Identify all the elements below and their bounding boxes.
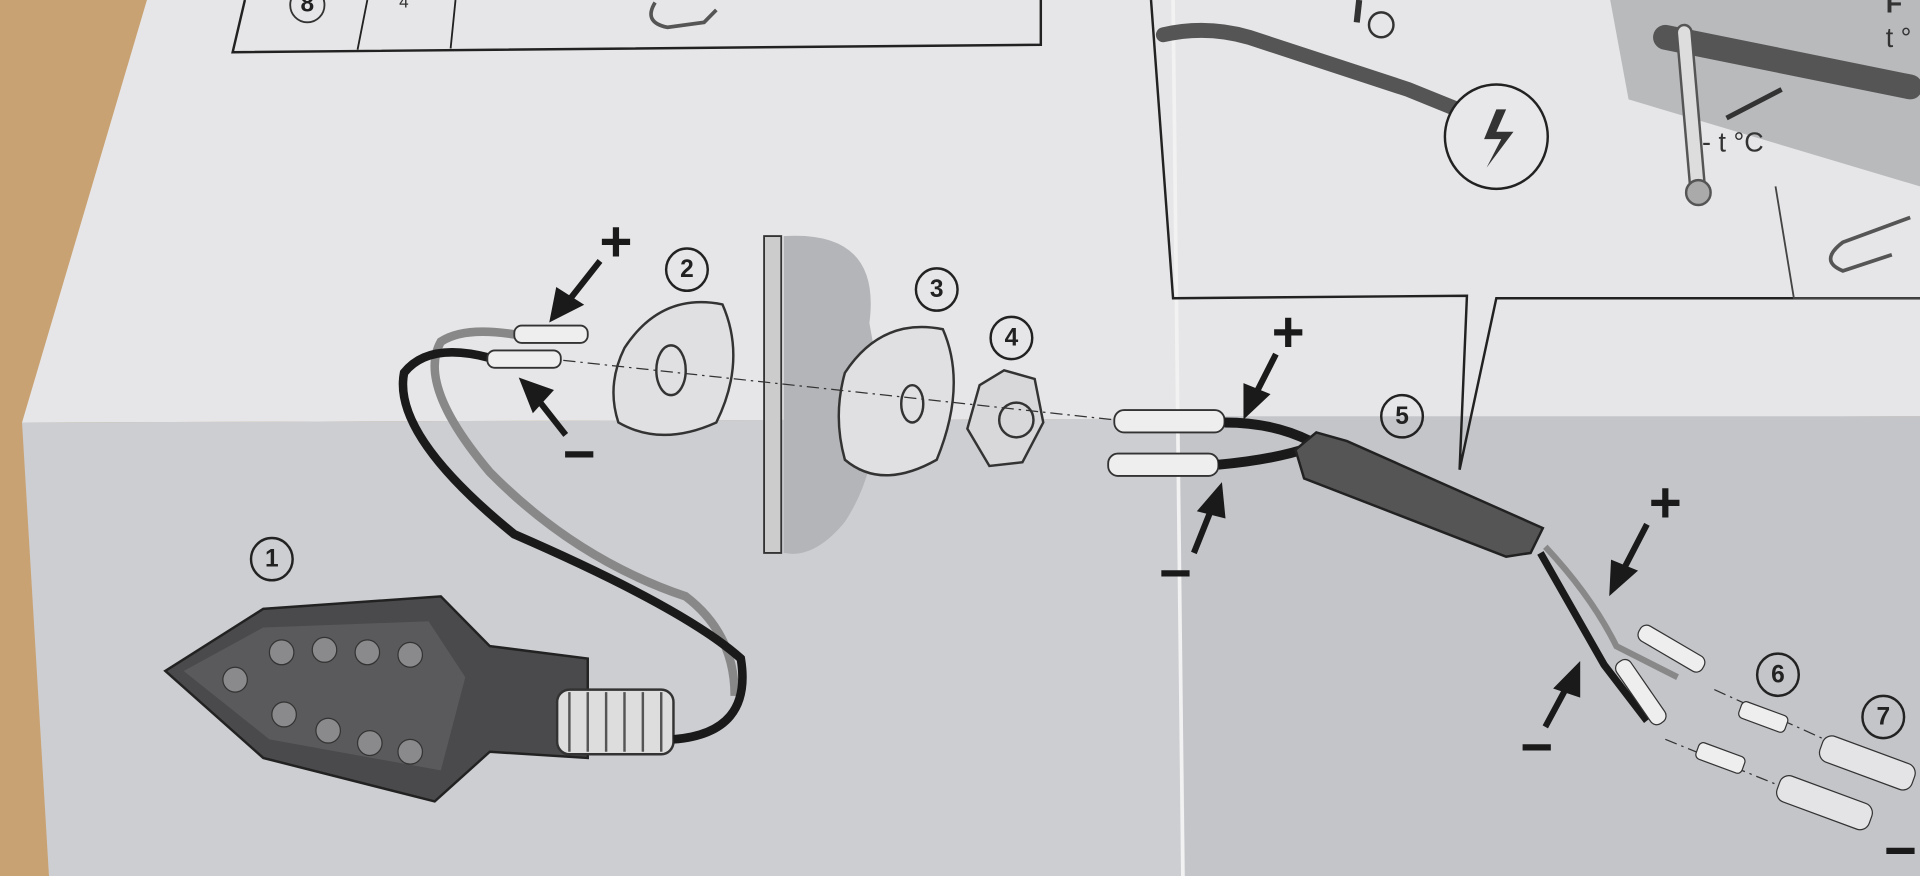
plus-sign: + <box>599 211 632 274</box>
table-circled-number: 8 <box>301 0 315 17</box>
part-number-6: 6 <box>1771 661 1785 688</box>
fold-line <box>1171 0 1185 876</box>
part-number-1: 1 <box>265 546 279 573</box>
sleeve <box>1818 735 1916 791</box>
parts-table-fragment: 8 4 <box>231 0 1043 54</box>
warning-panel: - t °C F t ° <box>1149 0 1920 470</box>
polarity-arrows <box>518 258 1650 729</box>
part-number-2: 2 <box>680 256 694 283</box>
connector <box>1695 742 1746 774</box>
lightning-icon <box>1484 109 1514 168</box>
callout-circles <box>249 247 1906 740</box>
sleeve <box>1776 775 1873 831</box>
minus-sign: − <box>1159 542 1192 605</box>
part-number-5: 5 <box>1395 403 1409 430</box>
wire-grey <box>430 327 739 696</box>
connector <box>1738 701 1789 733</box>
plus-sign: + <box>1272 301 1305 364</box>
wire-black <box>398 348 747 744</box>
cable-tie-icon <box>1828 215 1911 273</box>
nut <box>966 368 1045 468</box>
plus-sign: + <box>1649 472 1682 535</box>
led-indicator-drawing <box>163 595 675 803</box>
table-quantity: 4 <box>399 0 409 11</box>
resistor <box>1294 431 1545 558</box>
minus-sign: − <box>563 423 596 486</box>
rubber-washer <box>837 325 955 477</box>
mounting-panel <box>783 235 878 554</box>
cable-tie-icon <box>649 1 718 30</box>
part-number-7: 7 <box>1876 703 1890 730</box>
rubber-spacer <box>612 300 735 437</box>
part-number-3: 3 <box>930 276 944 303</box>
minus-sign: − <box>1884 819 1917 876</box>
temperature-label: - t °C <box>1702 126 1764 157</box>
partial-heading: F <box>1886 0 1902 18</box>
part-number-4: 4 <box>1005 324 1019 351</box>
minus-sign: − <box>1520 716 1553 779</box>
partial-temperature-label: t ° <box>1886 22 1912 53</box>
